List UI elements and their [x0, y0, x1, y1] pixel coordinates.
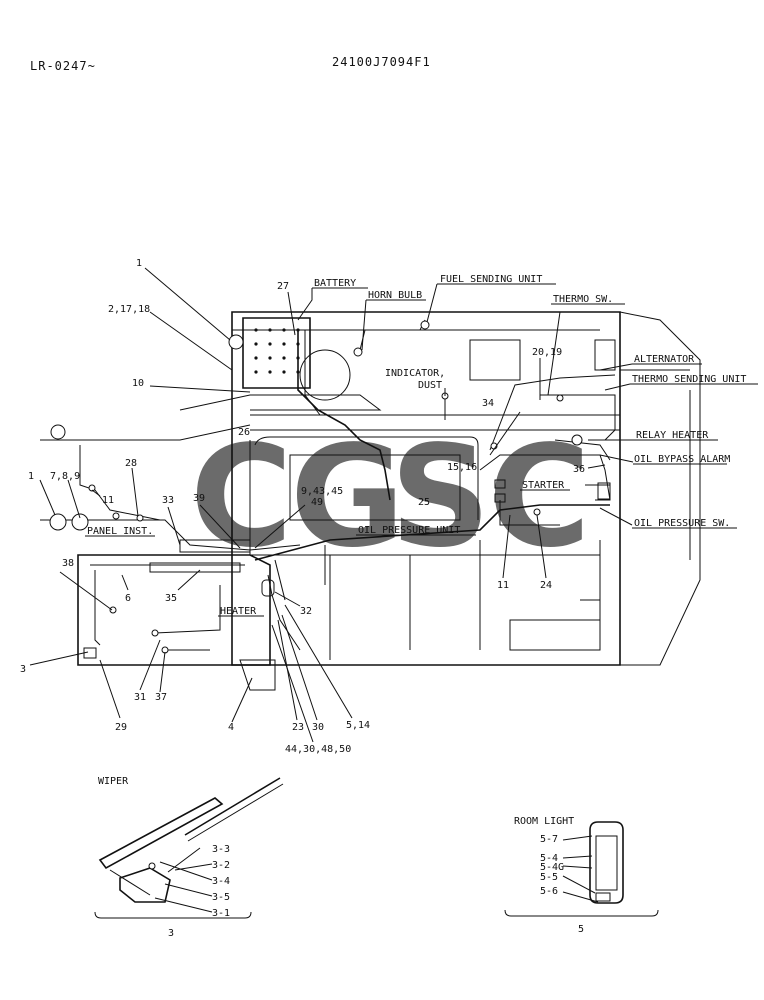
callout-37: 37: [155, 692, 167, 703]
callout-6: 6: [125, 593, 131, 604]
callout-35: 35: [165, 593, 177, 604]
cab-frame: [77, 539, 276, 691]
label-fuel-sending-unit: FUEL SENDING UNIT: [440, 274, 542, 285]
watermark-letter-c1: C: [190, 416, 293, 579]
wiper-title: WIPER: [98, 776, 129, 787]
callout-32: 32: [300, 606, 312, 617]
fuel-sending-unit-node: [420, 320, 430, 330]
room-light-part-5-4: 5-4: [540, 853, 558, 864]
callout-29: 29: [115, 722, 127, 733]
label-indicator: INDICATOR,: [385, 368, 445, 379]
wiper-assembly-number: 3: [168, 928, 174, 939]
label-oil-pressure-unit: OIL PRESSURE UNIT: [358, 525, 460, 536]
callout-34: 34: [482, 398, 494, 409]
component-labels: BATTERY HORN BULB FUEL SENDING UNIT THER…: [87, 274, 746, 617]
callout-3-left: 3: [20, 664, 26, 675]
callout-36: 36: [573, 464, 585, 475]
wire-harness: [40, 319, 616, 651]
callout-28: 28: [125, 458, 137, 469]
callout-7-8-9: 7,8,9: [50, 471, 80, 482]
work-lamp-lower: [49, 513, 67, 531]
callout-1-top: 1: [136, 258, 142, 269]
callout-2-17-18: 2,17,18: [108, 304, 150, 315]
connectors: [49, 320, 611, 659]
room-light-part-5-4g: 5-4G: [540, 862, 564, 873]
label-heater: HEATER: [220, 606, 257, 617]
callout-1-left: 1: [28, 471, 34, 482]
callout-10: 10: [132, 378, 144, 389]
callout-44-30-48-50: 44,30,48,50: [285, 744, 351, 755]
drawing-serial-code: LR-0247~: [30, 59, 96, 73]
label-alternator: ALTERNATOR: [634, 354, 695, 365]
wiper-detail: WIPER 3-3 3-2 3-4 3-5 3-1 3: [94, 776, 284, 939]
callout-25: 25: [418, 497, 430, 508]
callout-5-14: 5,14: [346, 720, 370, 731]
callout-24: 24: [540, 580, 552, 591]
callout-49: 49: [311, 497, 323, 508]
wiper-part-3-3: 3-3: [212, 844, 230, 855]
watermark-letter-s: S: [390, 416, 491, 579]
watermark-letter-c2: C: [488, 416, 591, 579]
room-light-assembly-number: 5: [578, 924, 584, 935]
callout-33: 33: [162, 495, 174, 506]
callout-30: 30: [312, 722, 324, 733]
part-callouts: 1 2,17,18 27 20,19 10 34 26 15,16 36 1 7…: [20, 258, 585, 755]
work-lamp-upper: [50, 424, 66, 440]
room-light-part-5-7: 5-7: [540, 834, 558, 845]
room-light-part-5-6: 5-6: [540, 886, 558, 897]
label-oil-pressure-sw: OIL PRESSURE SW.: [634, 518, 730, 529]
callout-15-16: 15,16: [447, 462, 477, 473]
callout-20-19: 20,19: [532, 347, 562, 358]
watermark-logo: C G S C: [190, 416, 591, 579]
callout-38: 38: [62, 558, 74, 569]
wiper-part-3-2: 3-2: [212, 860, 230, 871]
callout-4: 4: [228, 722, 234, 733]
callout-27: 27: [277, 281, 289, 292]
wiper-part-3-4: 3-4: [212, 876, 230, 887]
label-panel-inst: PANEL INST.: [87, 526, 153, 537]
callout-39: 39: [193, 493, 205, 504]
label-thermo-sw: THERMO SW.: [553, 294, 613, 305]
callout-31: 31: [134, 692, 146, 703]
callout-11-left: 11: [102, 495, 114, 506]
leader-lines: [29, 267, 635, 743]
label-battery: BATTERY: [314, 278, 356, 289]
wiper-part-3-1: 3-1: [212, 908, 230, 919]
label-oil-bypass-alarm: OIL BYPASS ALARM: [634, 454, 730, 465]
label-horn-bulb: HORN BULB: [368, 290, 422, 301]
drawing-part-number: 24100J7094F1: [332, 55, 431, 69]
wiper-part-3-5: 3-5: [212, 892, 230, 903]
label-starter: STARTER: [522, 480, 565, 491]
callout-26: 26: [238, 427, 250, 438]
watermark-letter-g: G: [290, 416, 405, 579]
label-relay-heater: RELAY HEATER: [636, 430, 709, 441]
room-light-part-5-5: 5-5: [540, 872, 558, 883]
label-underlines: [85, 283, 758, 617]
headlamp-right: [228, 334, 244, 350]
label-thermo-sending-unit: THERMO SENDING UNIT: [632, 374, 746, 385]
room-light-title: ROOM LIGHT: [514, 816, 574, 827]
horn-bulb-node: [353, 347, 363, 357]
callout-9-43-45: 9,43,45: [301, 486, 343, 497]
label-dust: DUST: [418, 380, 442, 391]
callout-11-right: 11: [497, 580, 509, 591]
room-light-detail: ROOM LIGHT 5-7 5-4 5-4G 5-5 5-6 5: [504, 816, 659, 935]
callout-23: 23: [292, 722, 304, 733]
